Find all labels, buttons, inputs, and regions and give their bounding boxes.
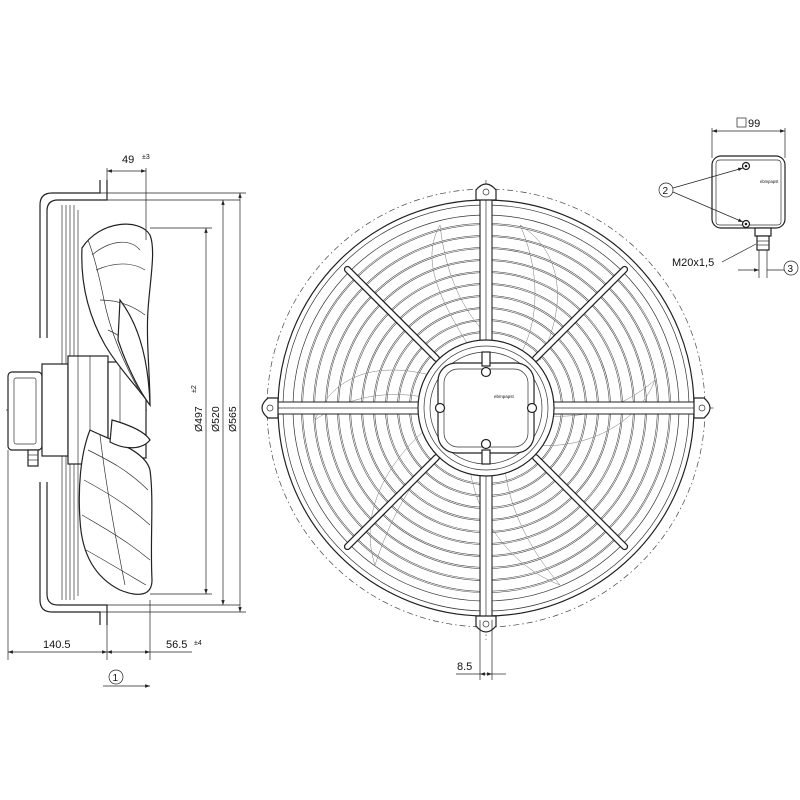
- callout-2-circle: [658, 182, 674, 198]
- lug-bottom: [475, 615, 497, 633]
- tol-4: ±4: [194, 640, 202, 647]
- lug-left: [261, 397, 279, 419]
- callout-2-leader-top: [672, 167, 744, 189]
- terminal-box-detail: 99 ebmpapst 3 M20x1,5 2: [658, 117, 799, 278]
- tol-2: ±2: [191, 385, 198, 393]
- mounting-lugs: [261, 183, 711, 633]
- guard-strut-inner: [533, 455, 627, 549]
- side-dimensions: 49 ±3 Ø497 ±2 Ø520 Ø565 140.5 56.5: [7, 154, 246, 688]
- brand-box: ebmpapst: [760, 179, 779, 184]
- dim-99: 99: [748, 118, 760, 130]
- guard-strut-inner: [345, 267, 439, 361]
- side-cable-gland: [27, 449, 39, 467]
- front-view: ebmpapst 8.5: [261, 180, 714, 680]
- hub-bolt-top: [480, 366, 492, 378]
- hub-bolt-left: [434, 402, 446, 414]
- lug-top: [475, 183, 497, 201]
- dim-8-5: 8.5: [457, 661, 472, 673]
- callout-3: 3: [788, 264, 794, 275]
- tol-3: ±3: [142, 154, 150, 161]
- dim-d520: Ø520: [210, 406, 222, 432]
- square-symbol: [736, 117, 747, 128]
- side-view: [6, 180, 154, 625]
- side-mounting-plate: [39, 180, 101, 625]
- side-blade-lower: [78, 429, 153, 595]
- motor-flange: [41, 363, 69, 457]
- hub-bolt-right: [526, 402, 538, 414]
- cable-gland: [756, 235, 770, 251]
- dim-140-5: 140.5: [43, 639, 71, 651]
- motor-terminal-box: [7, 371, 43, 451]
- dim-49: 49: [122, 154, 134, 166]
- brand-front: ebmpapst: [494, 394, 515, 399]
- cable-gland-nut: [754, 227, 772, 237]
- callout-3-circle: [783, 260, 799, 276]
- fan-guard-struts: [343, 265, 629, 551]
- guard-strut-inner: [345, 455, 439, 549]
- callout-1: 1: [113, 673, 119, 684]
- callout-1-circle: [108, 669, 124, 685]
- callout-2: 2: [663, 186, 669, 197]
- dim-56-5: 56.5: [166, 639, 187, 651]
- thread-label: M20x1,5: [672, 257, 714, 269]
- dim-d497: Ø497: [193, 406, 205, 432]
- guard-strut-inner: [533, 267, 627, 361]
- terminal-box-outline: [711, 155, 786, 229]
- hub-bolt-bottom: [480, 438, 492, 450]
- lug-right: [693, 397, 711, 419]
- dim-d565: Ø565: [227, 406, 239, 432]
- callout-2-leader-bottom: [672, 191, 744, 223]
